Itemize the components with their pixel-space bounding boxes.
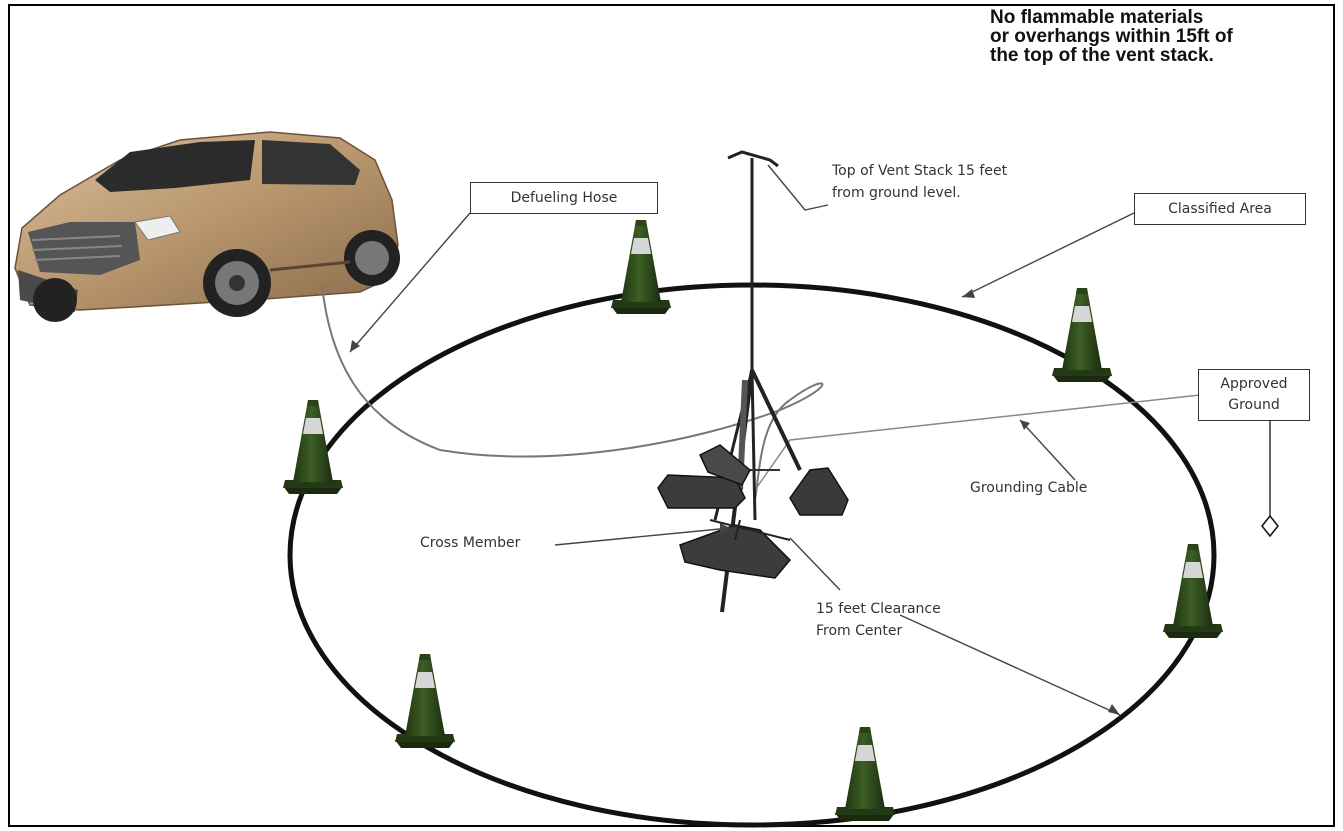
diagram-frame (8, 4, 1335, 827)
fuel-cell-vehicle (14, 131, 400, 322)
safety-cone-left (283, 400, 343, 494)
defueling-hose-label: Defueling Hose (470, 182, 658, 214)
safety-cone-upper-right (1052, 288, 1112, 382)
cross-member-label: Cross Member (420, 535, 521, 551)
warning-line-3: the top of the vent stack. (990, 45, 1214, 66)
classified-area-text: Classified Area (1168, 201, 1272, 217)
safety-cone-top (611, 220, 671, 314)
defueling-hose (321, 284, 824, 501)
approved-ground-marker (1261, 514, 1279, 538)
defueling-hose-text: Defueling Hose (510, 190, 618, 206)
vent-stack-top-line-1: Top of Vent Stack 15 feet (832, 163, 1008, 179)
cross-member (657, 444, 849, 579)
safety-cone-bottom (835, 727, 895, 821)
clearance-line-2: From Center (816, 623, 903, 639)
classified-area-label: Classified Area (1134, 193, 1306, 225)
approved-ground-line-2: Ground (1228, 397, 1280, 413)
leader-lines (349, 164, 1137, 716)
warning-note: No flammable materials or overhangs with… (990, 8, 1310, 65)
grounding-cable (754, 394, 1201, 491)
clearance-line-1: 15 feet Clearance (816, 601, 941, 617)
clearance-label: 15 feet Clearance From Center (816, 598, 941, 642)
approved-ground-label: Approved Ground (1198, 369, 1310, 421)
vent-stack-top-label: Top of Vent Stack 15 feet from ground le… (832, 160, 1007, 204)
vent-stack-top-line-2: from ground level. (832, 185, 961, 201)
warning-line-2: or overhangs within 15ft of (990, 26, 1233, 47)
approved-ground-line-1: Approved (1220, 376, 1288, 392)
warning-line-1: No flammable materials (990, 7, 1204, 28)
arrowheads (350, 289, 1120, 715)
grounding-cable-label: Grounding Cable (970, 480, 1088, 496)
